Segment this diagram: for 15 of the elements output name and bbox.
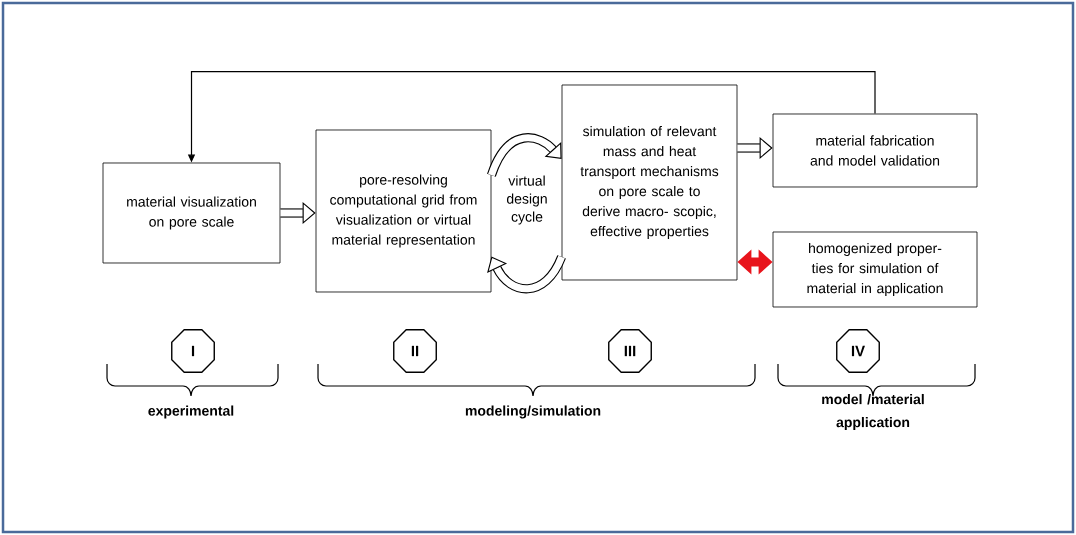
process-box: pore-resolving computational grid from visualization or virtual material representation	[315, 129, 492, 293]
process-box: homogenized proper- ties for simulation of material in application	[772, 231, 978, 308]
cycle-label: virtual design cycle	[506, 175, 547, 225]
stage-octagon: II	[393, 329, 437, 373]
group-label: modeling/simulation	[465, 405, 601, 419]
process-box: simulation of relevant mass and heat transport mechanisms on pore scale to derive macro- scopic, effective properties	[561, 84, 738, 281]
arrow	[487, 254, 566, 294]
arrow	[487, 133, 562, 177]
group-label: experimental	[148, 405, 234, 419]
group-label: model /material application	[822, 393, 924, 430]
process-box: material visualization on pore scale	[102, 162, 281, 264]
process-box: material fabrication and model validation	[772, 113, 978, 188]
stage-octagon: IV	[836, 329, 880, 373]
stage-octagon: I	[171, 329, 215, 373]
stage-octagon: III	[608, 329, 652, 373]
